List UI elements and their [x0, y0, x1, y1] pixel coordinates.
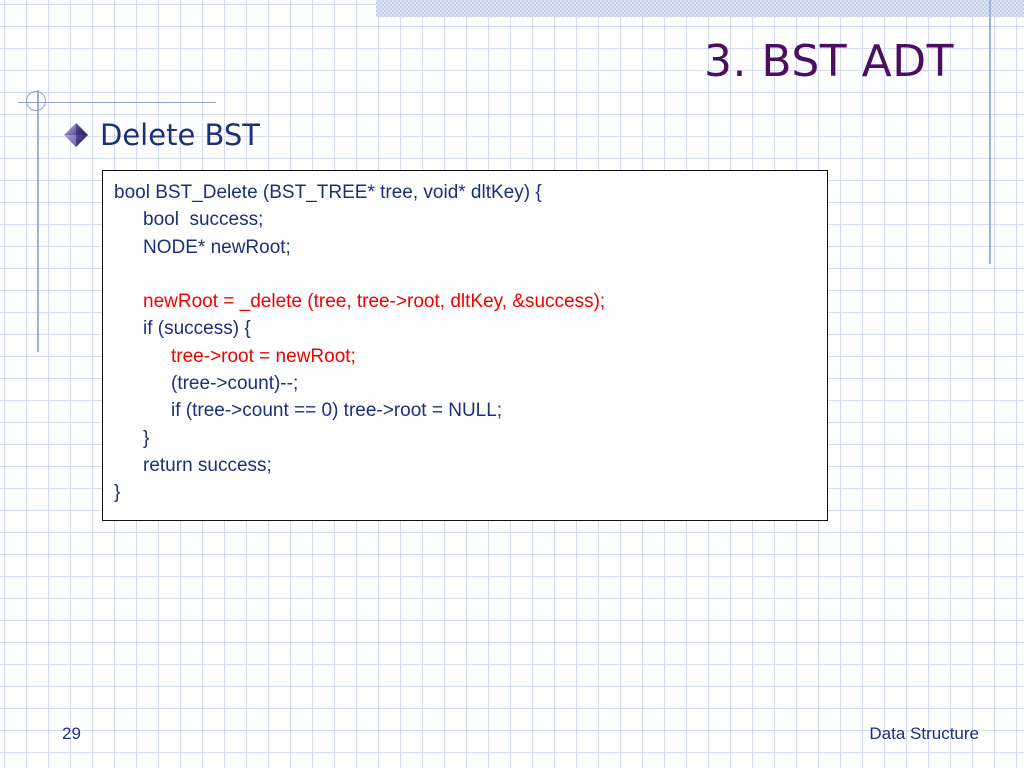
code-line: (tree->count)--; [171, 373, 299, 395]
footer-text: Data Structure [869, 724, 979, 743]
decorative-horizontal-line [18, 102, 216, 103]
code-line: bool success; [143, 209, 264, 231]
decorative-vertical-line-right [989, 0, 991, 264]
code-line: return success; [143, 454, 272, 476]
code-line: tree->root = newRoot; [171, 345, 356, 367]
bullet-text: Delete BST [100, 118, 261, 152]
decorative-circle [26, 91, 46, 111]
code-line: bool BST_Delete (BST_TREE* tree, void* d… [114, 182, 542, 203]
decorative-vertical-line-left [37, 90, 39, 352]
page-number: 29 [62, 724, 81, 743]
code-line: NODE* newRoot; [143, 236, 291, 258]
code-line: if (tree->count == 0) tree->root = NULL; [171, 400, 503, 422]
code-line: newRoot = _delete (tree, tree->root, dlt… [143, 291, 606, 313]
code-block: bool BST_Delete (BST_TREE* tree, void* d… [102, 170, 828, 521]
slide-title: 3. BST ADT [703, 36, 954, 87]
decorative-band [376, 0, 1024, 17]
code-line: } [143, 427, 150, 449]
diamond-bullet-icon [64, 123, 88, 147]
code-line: } [114, 482, 121, 504]
code-line [114, 261, 605, 288]
code-line: if (success) { [143, 318, 251, 340]
bullet-item: Delete BST [62, 118, 260, 152]
code-lines: bool BST_Delete (BST_TREE* tree, void* d… [114, 179, 605, 507]
